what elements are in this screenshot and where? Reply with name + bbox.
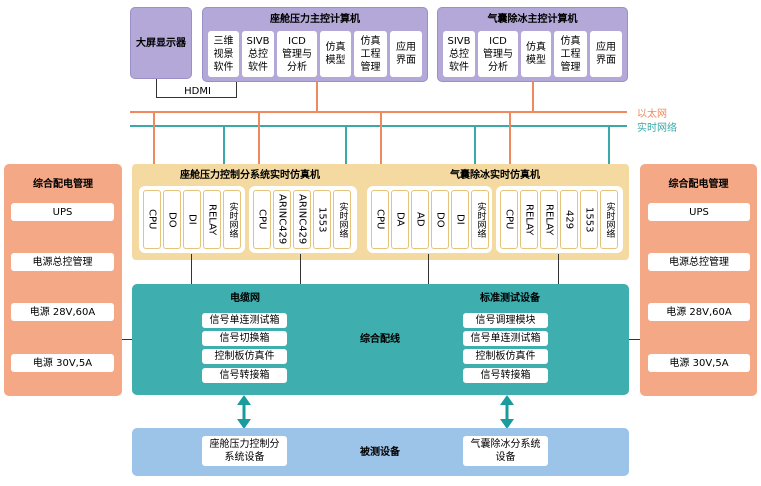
io-channel-card: DI (183, 190, 201, 249)
std-test-item: 控制板仿真件 (463, 349, 548, 364)
io-channel-card: CPU (143, 190, 161, 249)
cabin-software-item: 仿真 模型 (320, 31, 351, 77)
io-channel-card: ARINC429 (273, 190, 291, 249)
deice-sim-title: 气囊除冰实时仿真机 (450, 170, 540, 181)
ethernet-drop (153, 112, 155, 207)
power-left-item: 电源 28V,60A (11, 303, 114, 321)
cable-net-item: 信号转接箱 (202, 368, 287, 383)
std-test-item: 信号调理模块 (463, 313, 548, 328)
deice-software-item: ICD 管理与 分析 (478, 31, 518, 77)
sim-to-wiring-line (428, 254, 429, 284)
ethernet-drop (509, 112, 511, 207)
ethernet-drop (316, 82, 318, 112)
sim-to-wiring-line (300, 254, 301, 284)
power-left-item: UPS (11, 203, 114, 221)
io-channel-card: CPU (500, 190, 518, 249)
realtime-network-line (130, 125, 627, 127)
io-channel-card: 429 (560, 190, 578, 249)
ethernet-line (130, 111, 627, 113)
io-channel-card: 实时网络 (471, 190, 489, 249)
ethernet-drop (380, 112, 382, 207)
cabin-software-item: 应用 界面 (390, 31, 422, 77)
power-left-item: 电源总控管理 (11, 253, 114, 271)
io-channel-card: 1553 (313, 190, 331, 249)
deice-software-item: 仿真 模型 (521, 31, 551, 77)
ethernet-drop (258, 112, 260, 207)
integrated-wiring-title: 综合配线 (360, 334, 400, 345)
cabin-computer-title: 座舱压力主控计算机 (270, 14, 360, 25)
cabin-software-item: ICD 管理与 分析 (277, 31, 317, 77)
io-channel-card: DO (163, 190, 181, 249)
double-arrow-icon (237, 395, 251, 429)
ethernet-label: 以太网 (637, 109, 667, 120)
power-left-item: 电源 30V,5A (11, 354, 114, 372)
std-test-item: 信号转接箱 (463, 368, 548, 383)
power-right-item: 电源 28V,60A (648, 303, 750, 321)
power-right-title: 综合配电管理 (668, 179, 729, 190)
std-test-item: 信号单连测试箱 (463, 331, 548, 346)
cable-net-item: 信号切换箱 (202, 331, 287, 346)
power-right-item: UPS (648, 203, 750, 221)
io-channel-card: 实时网络 (223, 190, 241, 249)
power-right-item: 电源总控管理 (648, 253, 750, 271)
io-channel-card: 1553 (580, 190, 598, 249)
deice-software-item: SIVB 总控 软件 (443, 31, 475, 77)
deice-software-item: 仿真 工程 管理 (554, 31, 587, 77)
cabin-software-item: 三维 视景 软件 (208, 31, 239, 77)
deice-computer-title: 气囊除冰主控计算机 (487, 14, 578, 25)
io-channel-card: AD (411, 190, 429, 249)
io-channel-card: CPU (253, 190, 271, 249)
hdmi-connector (156, 79, 237, 98)
io-channel-card: DI (451, 190, 469, 249)
realtime-network-label: 实时网络 (637, 123, 677, 134)
power-left-title: 综合配电管理 (33, 179, 93, 190)
standard-test-title: 标准测试设备 (480, 293, 540, 304)
cable-net-item: 信号单连测试箱 (202, 313, 287, 328)
sim-to-wiring-line (191, 254, 192, 284)
hdmi-label: HDMI (184, 86, 211, 97)
cabin-software-item: SIVB 总控 软件 (242, 31, 274, 77)
io-channel-card: 实时网络 (333, 190, 351, 249)
io-channel-card: RELAY (520, 190, 538, 249)
tested-equipment-title: 被测设备 (360, 447, 400, 458)
large-screen-display-title: 大屏显示器 (136, 37, 186, 49)
deice-software-item: 应用 界面 (590, 31, 622, 77)
io-channel-card: 实时网络 (600, 190, 618, 249)
sim-to-wiring-line (558, 254, 559, 284)
power-to-wiring-line (629, 339, 640, 340)
io-channel-card: RELAY (540, 190, 558, 249)
tested-deice-device: 气囊除冰分系统 设备 (463, 436, 548, 466)
cable-net-item: 控制板仿真件 (202, 349, 287, 364)
large-screen-display: 大屏显示器 (130, 7, 192, 79)
ethernet-drop (532, 82, 534, 112)
io-channel-card: DA (391, 190, 409, 249)
io-channel-card: ARINC429 (293, 190, 311, 249)
power-to-wiring-line (122, 339, 132, 340)
power-right-item: 电源 30V,5A (648, 354, 750, 372)
io-channel-card: CPU (371, 190, 389, 249)
tested-cabin-device: 座舱压力控制分 系统设备 (202, 436, 287, 466)
io-channel-card: RELAY (203, 190, 221, 249)
cabin-sim-title: 座舱压力控制分系统实时仿真机 (180, 170, 320, 181)
cabin-software-item: 仿真 工程 管理 (354, 31, 387, 77)
io-channel-card: DO (431, 190, 449, 249)
double-arrow-icon (500, 395, 514, 429)
cable-network-title: 电缆网 (230, 293, 260, 304)
